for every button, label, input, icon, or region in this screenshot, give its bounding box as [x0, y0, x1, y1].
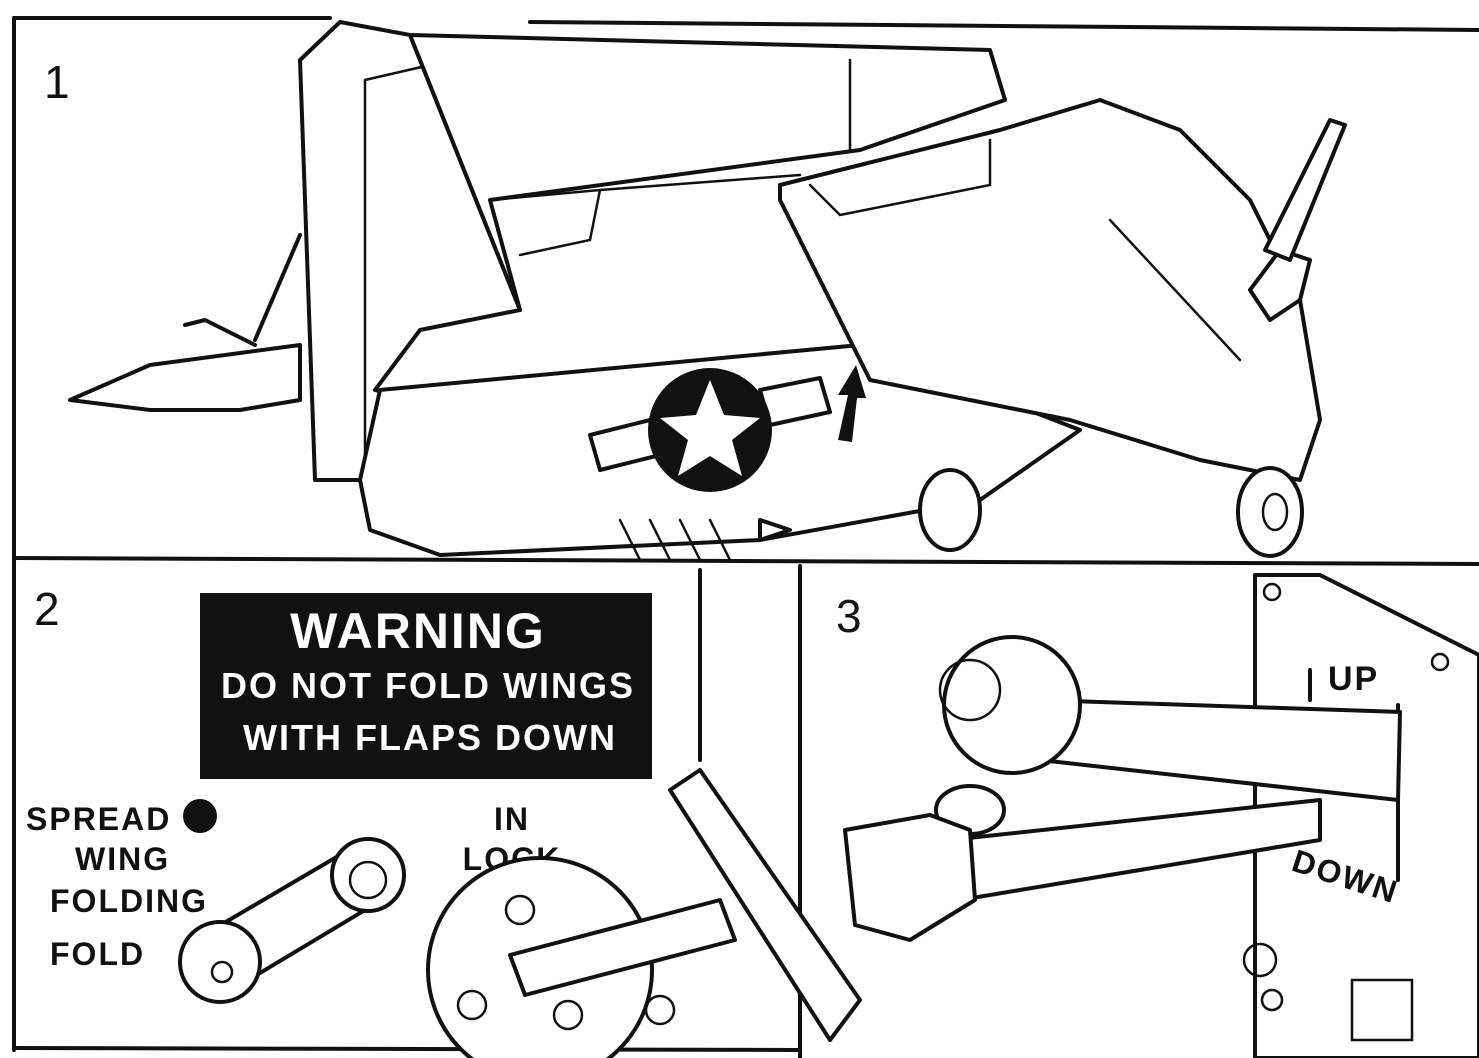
warning-placard: WARNING DO NOT FOLD WINGS WITH FLAPS DOW…: [200, 593, 652, 779]
wing-label: WING: [75, 841, 170, 877]
wing-fold-control: SPREAD WING FOLDING FOLD: [26, 799, 404, 1002]
warning-title: WARNING: [290, 603, 546, 659]
folding-label: FOLDING: [50, 883, 208, 919]
spread-label: SPREAD: [26, 801, 171, 837]
tail-wheel: [920, 470, 980, 550]
flap-up-label: UP: [1328, 660, 1379, 698]
panel-3-number: 3: [836, 590, 862, 642]
secondary-lever-knob[interactable]: [845, 815, 975, 940]
warning-line-2: DO NOT FOLD WINGS: [221, 665, 635, 706]
fold-label: FOLD: [50, 936, 145, 972]
warning-line-3: WITH FLAPS DOWN: [243, 717, 617, 758]
horizontal-stabilizer: [70, 345, 300, 410]
panel-1-number: 1: [44, 56, 70, 108]
flap-lever-arm[interactable]: [1040, 700, 1400, 800]
aircraft-illustration: [70, 22, 1345, 560]
in-label: IN: [494, 801, 530, 837]
flap-control: UP DOWN: [845, 575, 1479, 1058]
panel-2-number: 2: [34, 583, 60, 635]
flap-lever-knob[interactable]: [944, 637, 1080, 773]
main-wheel: [1238, 468, 1302, 556]
propeller-blade: [1265, 120, 1345, 260]
spread-indicator: [183, 799, 217, 833]
